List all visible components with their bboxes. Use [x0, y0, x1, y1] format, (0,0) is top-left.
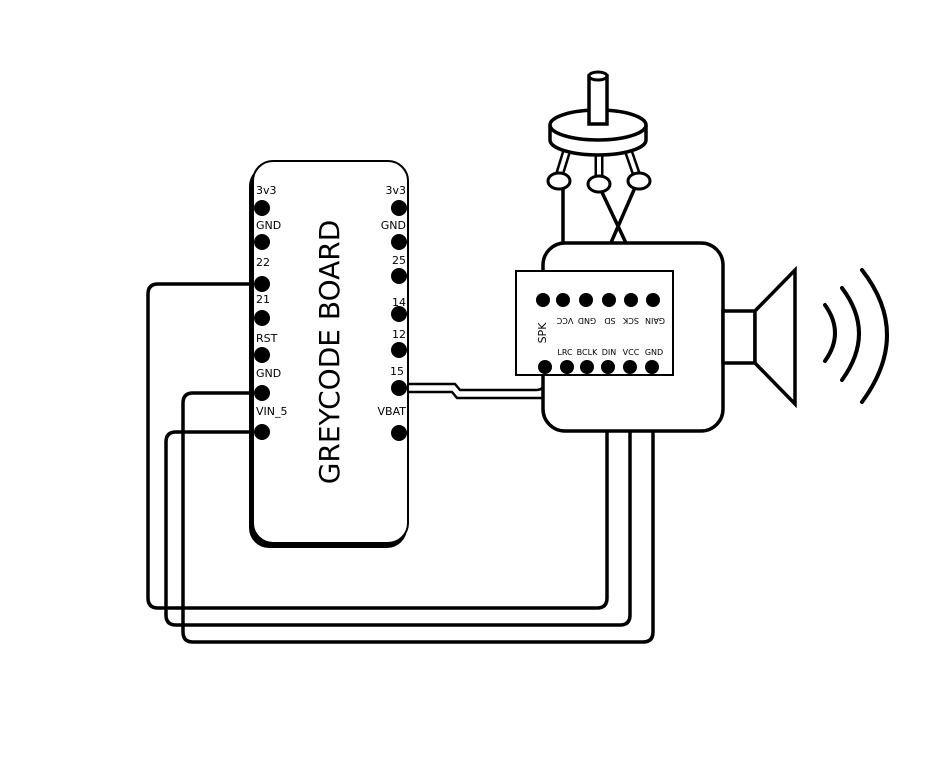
amp-pin-label: GND	[645, 348, 663, 357]
amp-pin-label: SD	[604, 316, 615, 325]
pin-rst	[254, 347, 270, 363]
amp-pin-gnd-top	[579, 293, 593, 307]
amp-pin-lrc	[538, 360, 552, 374]
pin-15	[391, 380, 407, 396]
pin-3v3-left	[254, 200, 270, 216]
pin-label: 22	[256, 256, 270, 269]
pin-14	[391, 306, 407, 322]
speaker-magnet	[721, 309, 757, 365]
pin-3v3-right	[391, 200, 407, 216]
pot-shaft	[587, 74, 609, 126]
pot-pad-middle	[586, 174, 612, 194]
wire-gnd-to-amp-gnd	[181, 365, 655, 644]
amp-pin-gain	[646, 293, 660, 307]
pin-label: 25	[392, 254, 406, 267]
pin-label: 21	[256, 293, 270, 306]
left-pin-column: 3v3 GND 22 21 RST GND VIN_5	[254, 184, 288, 440]
amp-pin-vcc	[623, 360, 637, 374]
wire-22-to-din	[146, 282, 609, 610]
pin-label: 14	[392, 296, 406, 309]
pin-vbat	[391, 425, 407, 441]
board-body	[252, 160, 409, 544]
amp-pin-label: BCLK	[577, 348, 598, 357]
amp-bottom-pins: LRC BCLK DIN VCC GND	[538, 348, 663, 374]
right-pin-column: 3v3 GND 25 14 12 15 VBAT	[378, 184, 407, 441]
pot-pad-left	[546, 171, 572, 191]
sound-wave-medium	[840, 286, 861, 382]
amp-pin-spk	[536, 293, 550, 307]
amplifier-module: SPK VCC GND SD SCK GAIN LRC BCLK DIN VCC…	[515, 270, 674, 376]
amp-pin-gnd	[645, 360, 659, 374]
pin-label: RST	[256, 332, 278, 345]
wire-vin-to-amp-vcc	[164, 365, 632, 627]
amp-pin-bclk	[580, 360, 594, 374]
board-title: GREYCODE BOARD	[313, 220, 346, 485]
pin-label: VIN_5	[256, 405, 288, 418]
amp-pin-label: VCC	[623, 348, 640, 357]
pin-label: VBAT	[378, 405, 407, 418]
amp-pin-label: SCK	[622, 316, 639, 325]
pin-label: 12	[392, 328, 406, 341]
pin-label: GND	[381, 219, 406, 232]
pin-label: GND	[256, 219, 281, 232]
amp-pin-sd	[602, 293, 616, 307]
pin-21	[254, 310, 270, 326]
pot-pad-right	[626, 171, 652, 191]
speaker-cone	[753, 265, 797, 409]
sound-wave-large	[860, 268, 889, 404]
amp-pin-label: GAIN	[645, 316, 665, 325]
pin-12	[391, 342, 407, 358]
amp-pin-label: GND	[578, 316, 596, 325]
potentiometer	[546, 70, 652, 194]
pin-vin-5	[254, 424, 270, 440]
pin-label: 3v3	[256, 184, 277, 197]
amp-spk-label: SPK	[536, 322, 549, 344]
amp-pin-sck	[624, 293, 638, 307]
pin-label: 3v3	[385, 184, 406, 197]
greycode-board: GREYCODE BOARD 3v3 GND 22 21 RST GND VIN…	[249, 160, 409, 548]
pin-gnd-left-1	[254, 234, 270, 250]
amp-pin-label: DIN	[602, 348, 617, 357]
pin-label: 15	[390, 365, 404, 378]
pin-label: GND	[256, 367, 281, 380]
pin-gnd-right	[391, 234, 407, 250]
amp-pin-din	[601, 360, 615, 374]
amp-board	[515, 270, 674, 376]
pin-22	[254, 276, 270, 292]
pot-shaft-top	[587, 70, 609, 82]
pin-gnd-left-2	[254, 385, 270, 401]
amp-pin-lrc-2	[560, 360, 574, 374]
pin-25	[391, 268, 407, 284]
amp-pin-label: VCC	[556, 316, 573, 325]
amp-pin-label: LRC	[557, 348, 573, 357]
amp-pin-vcc-top	[556, 293, 570, 307]
amp-top-pins: VCC GND SD SCK GAIN	[536, 293, 665, 325]
sound-wave-small	[823, 303, 837, 363]
